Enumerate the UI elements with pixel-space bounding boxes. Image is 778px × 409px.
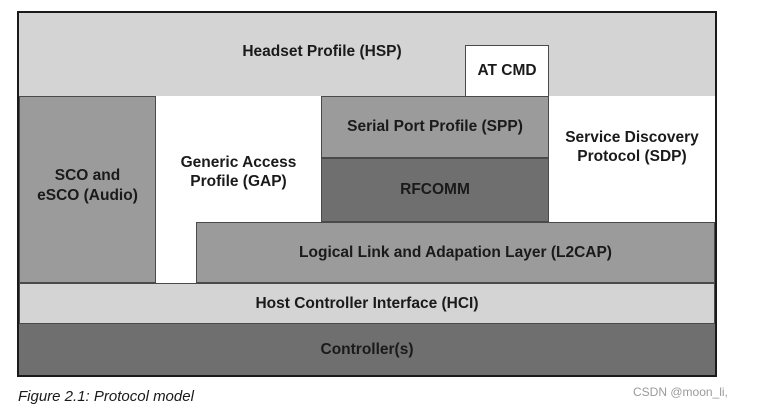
gap-label: Generic Access Profile (GAP) — [180, 153, 297, 190]
controller-block: Controller(s) — [19, 324, 715, 375]
sdp-label: Service Discovery Protocol (SDP) — [565, 128, 699, 165]
spp-block: Serial Port Profile (SPP) — [321, 96, 549, 158]
gap-block: Generic Access Profile (GAP) — [156, 96, 321, 222]
l2cap-block: Logical Link and Adapation Layer (L2CAP) — [196, 222, 715, 283]
sco-esco-label: SCO and eSCO (Audio) — [37, 167, 138, 204]
sdp-block: Service Discovery Protocol (SDP) — [549, 96, 715, 222]
at-cmd-label: AT CMD — [477, 62, 537, 80]
protocol-model-diagram: Headset Profile (HSP) AT CMD SCO and eSC… — [17, 11, 717, 377]
controller-label: Controller(s) — [320, 340, 414, 358]
l2cap-label: Logical Link and Adapation Layer (L2CAP) — [299, 243, 612, 261]
spp-label: Serial Port Profile (SPP) — [347, 118, 523, 136]
watermark: CSDN @moon_li, — [633, 385, 728, 399]
hci-block: Host Controller Interface (HCI) — [19, 283, 715, 324]
rfcomm-label: RFCOMM — [400, 181, 470, 199]
rfcomm-block: RFCOMM — [321, 158, 549, 222]
hci-label: Host Controller Interface (HCI) — [255, 294, 479, 312]
figure-caption: Figure 2.1: Protocol model — [18, 388, 194, 405]
at-cmd-block: AT CMD — [465, 45, 549, 97]
hsp-block: Headset Profile (HSP) — [19, 13, 715, 96]
hsp-label: Headset Profile (HSP) — [242, 42, 402, 60]
sco-esco-block: SCO and eSCO (Audio) — [19, 96, 156, 283]
